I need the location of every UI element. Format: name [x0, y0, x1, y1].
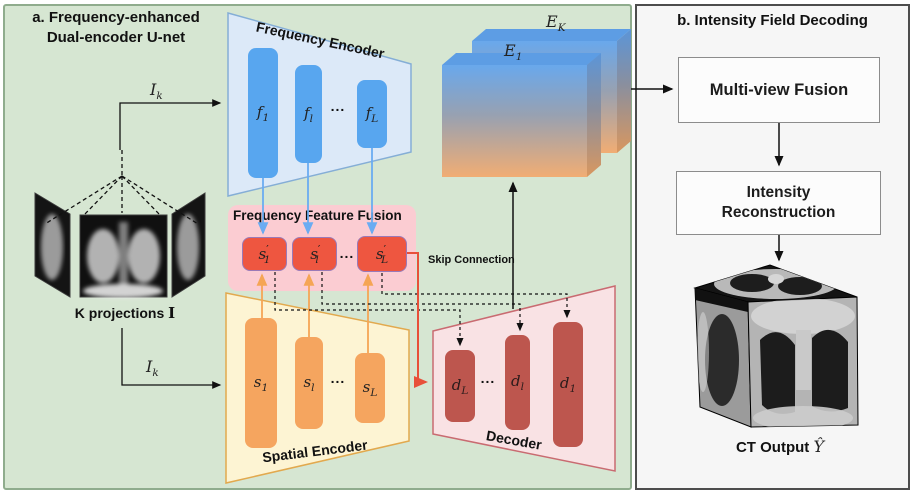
- spatial-feature-sL: sL: [355, 353, 385, 423]
- input-Ik-top-label: Ik: [150, 80, 163, 103]
- multi-view-fusion-box: Multi-view Fusion: [678, 57, 880, 123]
- s1-prime-label: s′1: [258, 242, 271, 266]
- recon-line2: Reconstruction: [721, 204, 836, 221]
- freq-feature-fL: fL: [357, 80, 387, 148]
- fl-label: fl: [304, 103, 313, 125]
- sl-prime-label: s′l: [310, 242, 321, 266]
- fusion-title: Frequency Feature Fusion: [233, 208, 402, 223]
- s1-label: s1: [253, 372, 269, 394]
- spatial-feature-sl: sl: [295, 337, 323, 429]
- spatial-feature-s1: s1: [245, 318, 277, 448]
- skip-connection-label: Skip Connection: [428, 254, 515, 266]
- freq-dots: ...: [330, 98, 346, 114]
- fusion-feature-sl: s′l: [292, 237, 337, 271]
- freq-feature-f1: f1: [248, 48, 278, 178]
- d1-label: d1: [559, 374, 577, 395]
- dL-label: dL: [451, 375, 469, 397]
- panel-a-title-line1: a. Frequency-enhanced: [32, 9, 200, 26]
- freq-feature-fl: fl: [295, 65, 322, 163]
- sl-label: sl: [303, 372, 315, 394]
- ct-output-Y-symbol: Ŷ: [813, 437, 825, 456]
- spatial-dots: ...: [330, 370, 346, 386]
- fusion-dots: ...: [339, 245, 355, 261]
- decoder-feature-dL: dL: [445, 350, 475, 422]
- recon-line1: Intensity: [746, 183, 811, 201]
- decoder-feature-dl: dl: [505, 335, 530, 430]
- dl-label: dl: [511, 372, 524, 393]
- projections-I-symbol: I: [168, 304, 176, 322]
- cube-left-face: [694, 287, 752, 428]
- sL-prime-label: s′L: [375, 242, 389, 266]
- intensity-reconstruction-box: Intensity Reconstruction: [676, 171, 881, 235]
- input-Ik-bottom-label: Ik: [146, 357, 159, 380]
- feature-block-E1: [442, 53, 601, 177]
- block-E1-label: E1: [504, 41, 523, 64]
- decoder-dots: ...: [480, 370, 496, 386]
- f1-label: f1: [256, 102, 270, 124]
- ct-output-label: CT Output Ŷ: [735, 437, 825, 456]
- panel-b-title: b. Intensity Field Decoding: [677, 12, 868, 29]
- panel-a-title: a. Frequency-enhanced Dual-encoder U-net: [10, 8, 222, 49]
- sL-label: sL: [362, 377, 378, 399]
- projection-front: [79, 214, 168, 298]
- k-projections-label: K projections I: [74, 304, 176, 322]
- cube-front-face: [747, 296, 859, 428]
- block-EK-label: EK: [546, 12, 566, 35]
- fusion-feature-s1: s′1: [242, 237, 287, 271]
- decoder-feature-d1: d1: [553, 322, 583, 447]
- fusion-feature-sL: s′L: [357, 236, 407, 272]
- panel-a-title-line2: Dual-encoder U-net: [46, 29, 186, 47]
- fL-label: fL: [365, 103, 379, 125]
